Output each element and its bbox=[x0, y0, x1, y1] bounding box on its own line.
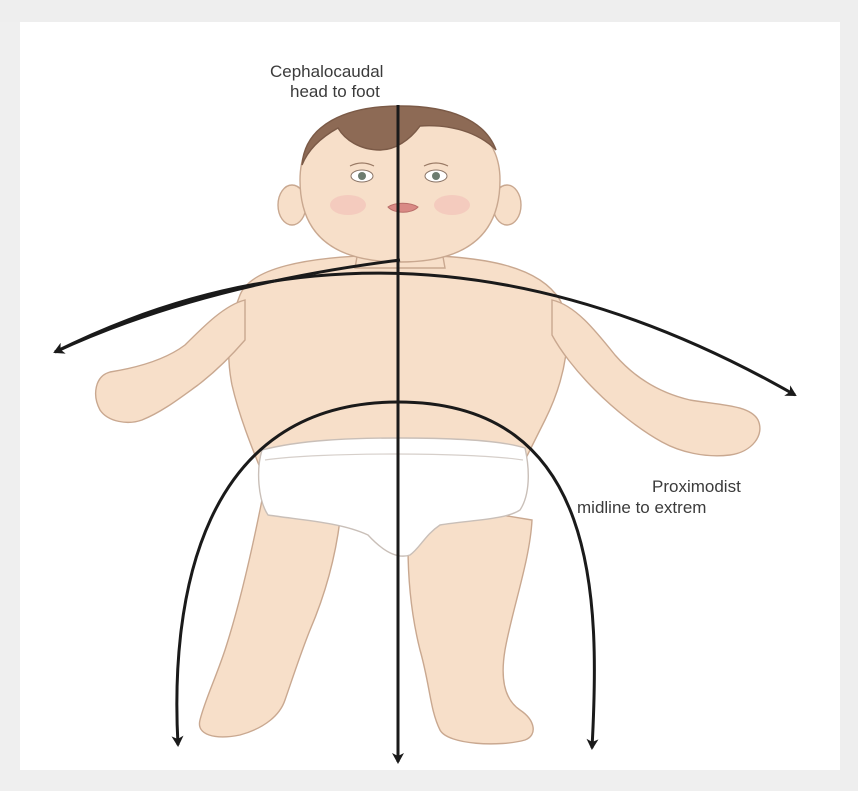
left-cheek bbox=[330, 195, 366, 215]
right-arm bbox=[552, 300, 760, 456]
proximodistal-title: Proximodist bbox=[652, 476, 741, 497]
baby-illustration bbox=[96, 106, 760, 744]
proximodistal-subtitle: midline to extrem bbox=[577, 497, 706, 518]
left-arm bbox=[96, 300, 245, 422]
left-leg bbox=[199, 500, 340, 737]
cephalocaudal-subtitle: head to foot bbox=[290, 81, 490, 102]
right-cheek bbox=[434, 195, 470, 215]
cephalocaudal-title: Cephalocaudal bbox=[270, 61, 535, 82]
